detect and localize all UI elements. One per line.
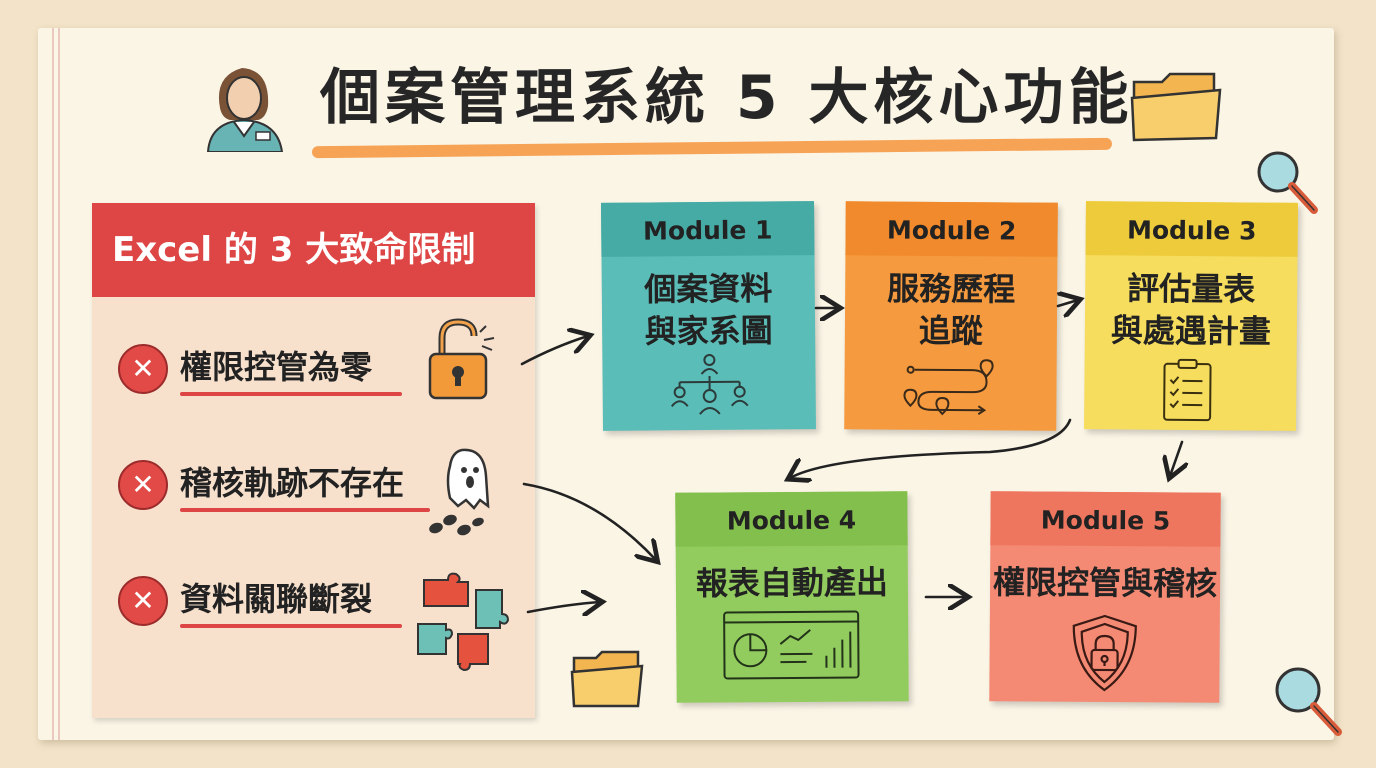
arrow-module-3-to-module-5: [1170, 440, 1182, 476]
caseworker-avatar-icon: [206, 68, 284, 152]
limitation-text: 資料關聯斷裂: [180, 580, 373, 618]
unlocked-padlock-icon: [428, 318, 495, 400]
module-card-3: Module 3 評估量表 與處遇計畫: [1084, 201, 1298, 431]
module-card-1: Module 1 個案資料 與家系圖: [601, 201, 816, 431]
page-title: 個案管理系統 5 大核心功能: [320, 63, 1134, 133]
x-icon: ✕: [118, 576, 168, 626]
report-dashboard-icon: [723, 610, 860, 680]
arrow-module-3-to-module-4: [790, 418, 1072, 478]
route-tracking-icon: [903, 359, 994, 416]
module-card-2: Module 2 服務歷程 追蹤: [844, 201, 1058, 431]
limitation-underline: [180, 392, 402, 396]
excel-limitations-header: Excel 的 3 大致命限制: [92, 203, 535, 297]
limitation-text: 稽核軌跡不存在: [180, 464, 405, 502]
security-shield-icon: [1072, 614, 1137, 692]
family-tree-icon: [671, 353, 749, 415]
x-icon: ✕: [118, 460, 168, 510]
module-card-4: Module 4 報表自動產出: [675, 491, 909, 703]
margin-line: [52, 28, 54, 740]
limitation-underline: [180, 624, 402, 628]
margin-line: [58, 28, 60, 740]
folder-icon: [1130, 72, 1222, 142]
arrow-limitation-2-to-module-4: [522, 482, 656, 560]
x-icon: ✕: [118, 344, 168, 394]
limitation-text: 權限控管為零: [180, 348, 373, 386]
module-card-5: Module 5 權限控管與稽核: [989, 491, 1221, 703]
folder-icon: [570, 650, 644, 708]
arrow-limitation-3-to-module-4: [526, 602, 600, 612]
arrow-limitation-1-to-module-1: [520, 336, 588, 366]
limitation-underline: [180, 508, 430, 512]
clipboard-checklist-icon: [1163, 358, 1212, 422]
magnifier-icon: [1275, 667, 1342, 736]
arrow-module-2-to-module-3: [1056, 300, 1078, 306]
magnifier-icon: [1257, 151, 1318, 214]
puzzle-pieces-icon: [417, 572, 510, 672]
ghost-footprints-icon: [429, 448, 490, 536]
